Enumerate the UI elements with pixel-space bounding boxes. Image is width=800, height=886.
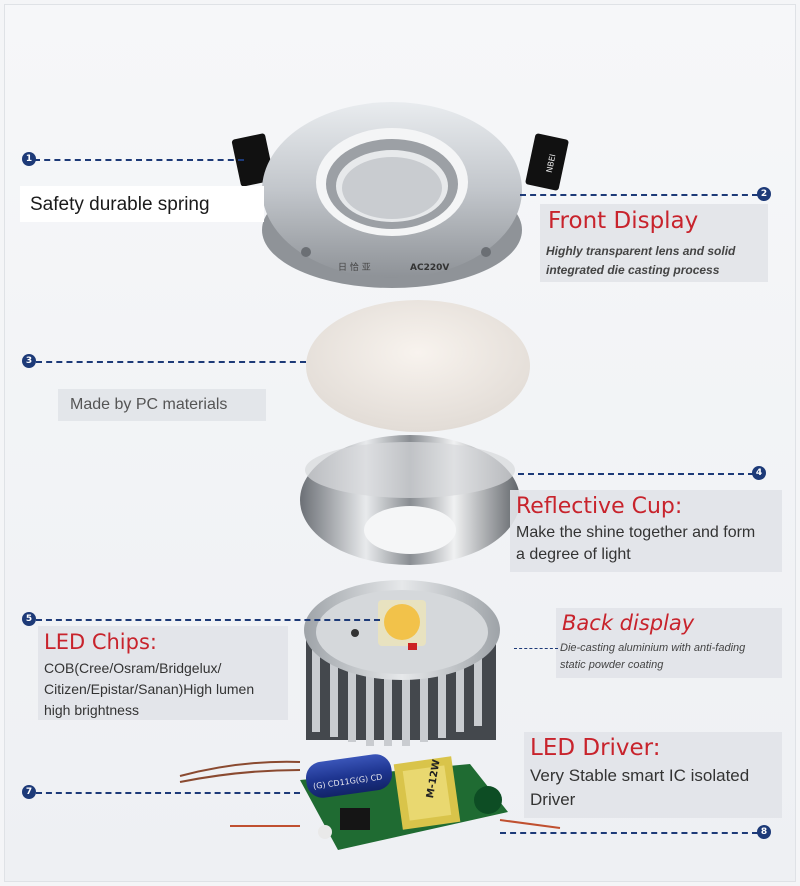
led-chips-desc-3: high brightness — [44, 702, 139, 718]
housing-marking-right: AC220V — [410, 263, 449, 273]
marker-2: 2 — [757, 187, 771, 201]
front-display-desc-2: integrated die casting process — [546, 263, 720, 277]
spring-callout: Safety durable spring — [20, 186, 264, 222]
reflective-cup-title: Reflective Cup: — [516, 494, 683, 519]
leader-line-3 — [36, 361, 306, 363]
led-chips-desc-1: COB(Cree/Osram/Bridgelux/ — [44, 660, 222, 676]
front-display-callout: Front Display Highly transparent lens an… — [540, 204, 768, 282]
pc-material-label: Made by PC materials — [70, 396, 228, 413]
pc-diffuser-disc — [306, 300, 530, 432]
led-driver-desc-2: Driver — [530, 790, 576, 809]
reflective-cup-desc-1: Make the shine together and form — [516, 524, 756, 541]
housing-ring — [231, 102, 569, 288]
led-driver-callout: LED Driver: Very Stable smart IC isolate… — [524, 732, 782, 818]
led-chips-desc-2: Citizen/Epistar/Sanan)High lumen — [44, 681, 255, 697]
right-spring-clip — [525, 133, 569, 191]
leader-line-2 — [520, 194, 758, 196]
led-chips-callout: LED Chips: COB(Cree/Osram/Bridgelux/ Cit… — [38, 626, 288, 720]
left-spring-clip — [231, 133, 275, 187]
pc-material-callout: Made by PC materials — [58, 389, 266, 421]
marker-4: 4 — [752, 466, 766, 480]
marker-8: 8 — [757, 825, 771, 839]
front-display-desc-1: Highly transparent lens and solid — [546, 244, 736, 258]
led-driver-title: LED Driver: — [530, 735, 661, 761]
marker-1: 1 — [22, 152, 36, 166]
marker-7: 7 — [22, 785, 36, 799]
reflective-cup-desc-2: a degree of light — [516, 546, 631, 563]
reflective-cup-callout: Reflective Cup: Make the shine together … — [510, 490, 782, 572]
housing-marking-left: 日 恰 亚 — [338, 261, 371, 273]
marker-3: 3 — [22, 354, 36, 368]
front-display-title: Front Display — [548, 208, 699, 234]
heatsink-with-cob — [304, 580, 500, 746]
leader-line-7 — [36, 792, 300, 794]
spring-label: Safety durable spring — [30, 194, 210, 215]
reflective-cup — [300, 435, 520, 565]
back-display-title: Back display — [562, 611, 695, 635]
led-driver-board — [179, 754, 561, 850]
leader-line-1 — [34, 159, 244, 161]
back-display-desc-2: static powder coating — [560, 659, 664, 671]
back-display-desc-1: Die-casting aluminium with anti-fading — [560, 642, 746, 654]
back-display-leader — [514, 648, 558, 649]
marker-5: 5 — [22, 612, 36, 626]
leader-line-5 — [36, 619, 380, 621]
spring-tab-text: NBEI — [545, 153, 558, 173]
leader-line-4 — [518, 473, 754, 475]
back-display-callout: Back display Die-casting aluminium with … — [556, 608, 782, 678]
led-driver-desc-1: Very Stable smart IC isolated — [530, 766, 750, 785]
led-chips-title: LED Chips: — [44, 630, 157, 654]
leader-line-8 — [500, 832, 758, 834]
